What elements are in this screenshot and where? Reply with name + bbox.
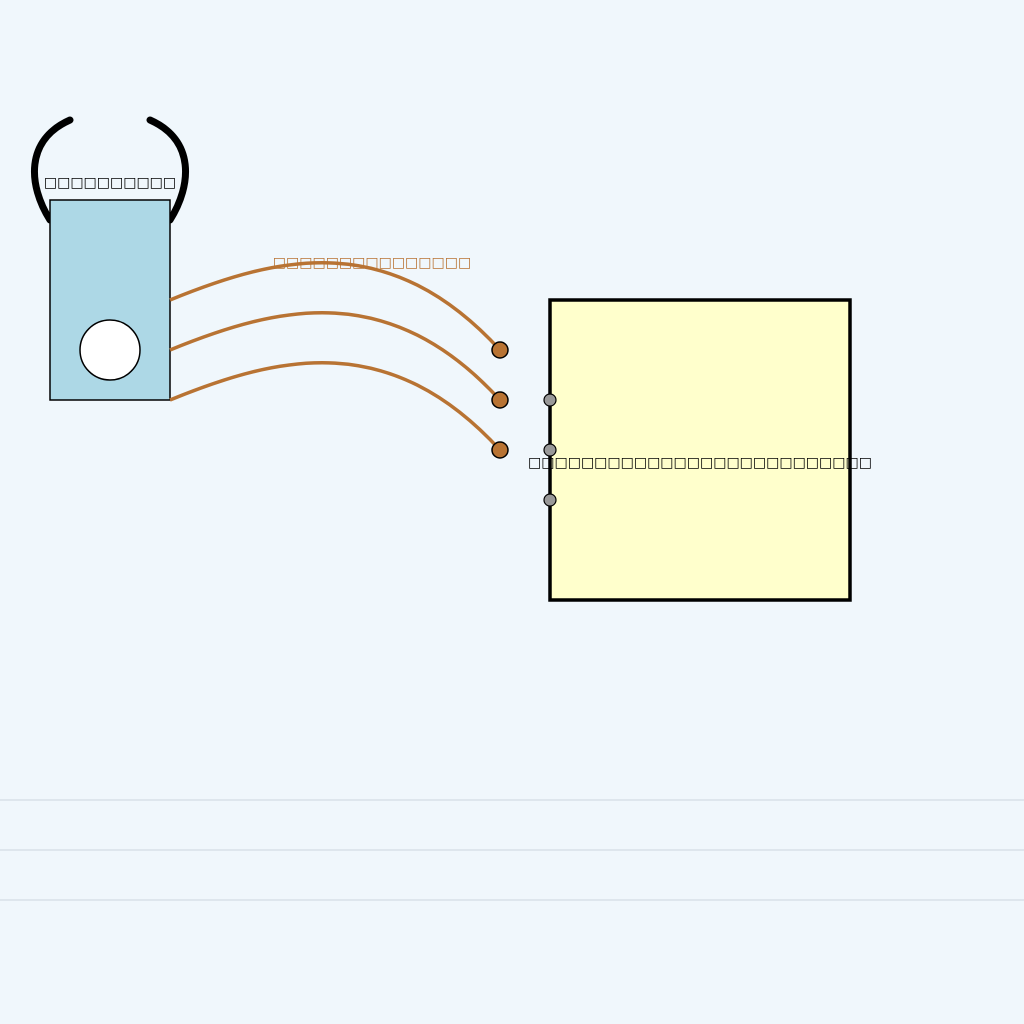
wires: □□□□□□□□□□□□□□□: [169, 255, 509, 459]
meter-dial: [79, 319, 141, 381]
wires-label: □□□□□□□□□□□□□□□: [273, 255, 471, 271]
panel-box: [548, 298, 852, 602]
wire: [169, 311, 502, 402]
meter-label: □□□□□□□□□□: [44, 175, 176, 191]
panel-terminal: [543, 393, 557, 407]
wire: [169, 261, 502, 352]
panel-terminal: [543, 493, 557, 507]
wire-end-connector: [491, 341, 509, 359]
wire-end-connector: [491, 391, 509, 409]
wire: [169, 361, 502, 452]
panel: □□□□□□□□□□□□□□□□□□□□□□□□□□: [528, 298, 872, 602]
clamp-jaw-right: [146, 116, 190, 224]
panel-label: □□□□□□□□□□□□□□□□□□□□□□□□□□: [528, 455, 872, 471]
guide-lines: [0, 799, 1024, 901]
panel-terminal: [543, 443, 557, 457]
clamp-jaw-left: [30, 116, 74, 224]
wire-end-connector: [491, 441, 509, 459]
clamp-meter: □□□□□□□□□□: [30, 116, 190, 401]
